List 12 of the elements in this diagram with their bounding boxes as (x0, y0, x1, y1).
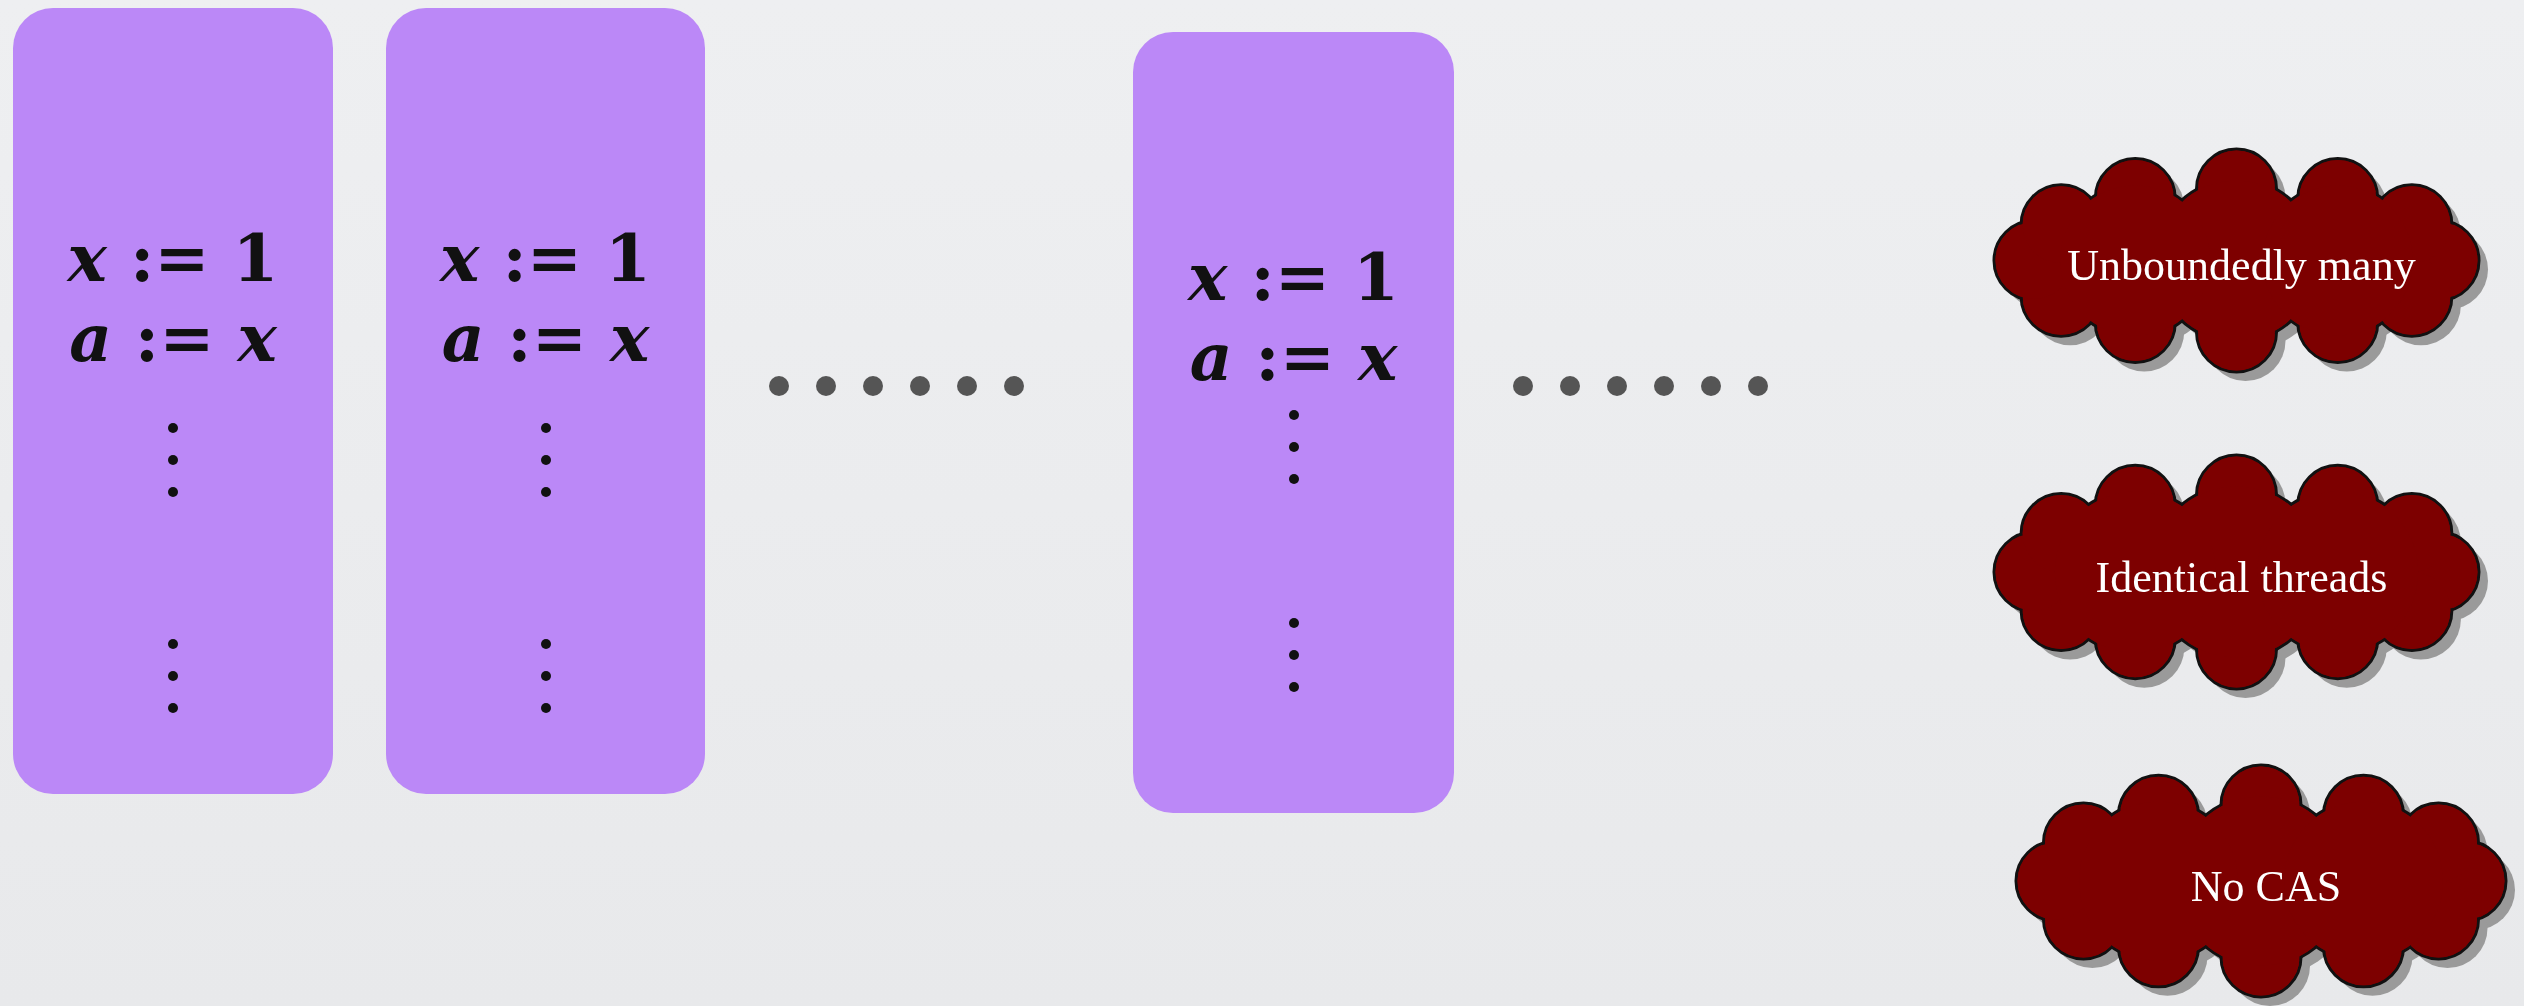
assignment-statement: x := 1 (67, 218, 279, 298)
thread-box (386, 8, 705, 794)
assignment-statement: x := 1 (1188, 237, 1399, 317)
assignment-statement: a := x (1189, 317, 1398, 397)
thread-box (1133, 32, 1454, 813)
assignment-statement: a := x (441, 298, 650, 378)
assignment-statement: x := 1 (440, 218, 651, 298)
cloud-label: No CAS (2190, 860, 2342, 912)
thread-box (13, 8, 333, 794)
assignment-statement: a := x (69, 298, 277, 378)
cloud-label: Unboundedly many (2067, 240, 2416, 291)
cloud-label: Identical threads (2095, 551, 2388, 603)
